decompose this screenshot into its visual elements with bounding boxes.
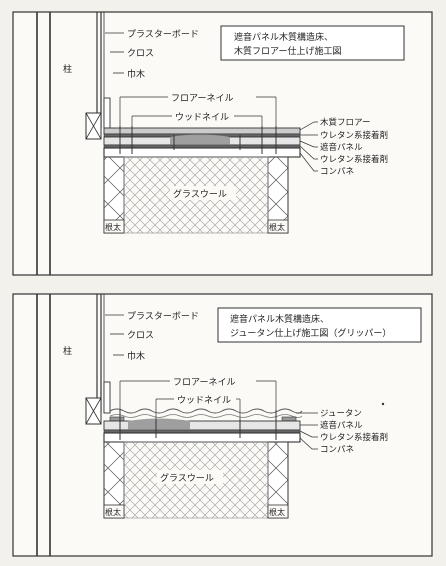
nail-label-wood: ウッドネイル (177, 395, 231, 406)
wall-label-plasterboard: プラスターボード (127, 29, 199, 40)
diagram-panel-2: 柱 プラスターボード クロス 巾木 遮音パネル木質構造床、 ジュータン仕上げ施工… (12, 293, 433, 557)
layer-label-urethane-adhesive-2: ウレタン系接着剤 (320, 154, 388, 165)
diagram-title-line-2: ジュータン仕上げ施工図（グリッパー） (230, 327, 391, 339)
column-label: 柱 (63, 345, 72, 357)
layer-label-urethane-adhesive: ウレタン系接着剤 (320, 432, 388, 443)
wall-label-cloth: クロス (127, 330, 154, 341)
wall-label-plasterboard: プラスターボード (127, 311, 199, 322)
layer-label-wood-floor: 木質フロアー (320, 117, 371, 128)
joist-label-right: 根太 (269, 507, 285, 517)
layer-label-sound-panel: 遮音パネル (320, 142, 363, 153)
joist-label-right: 根太 (269, 222, 285, 232)
joist-label-left: 根太 (105, 222, 121, 232)
nail-label-floor: フロアーネイル (171, 93, 233, 104)
nail-label-wood: ウッドネイル (175, 112, 229, 123)
diagram-panel-1: 柱 プラスターボード クロス 巾木 遮音パネル木質構造床、 木質フロアー仕上げ施… (12, 11, 433, 276)
joist-label-left: 根太 (105, 507, 121, 517)
wall-label-cloth: クロス (127, 48, 154, 59)
layer-label-plywood: コンパネ (320, 167, 354, 177)
layer-label-sound-panel: 遮音パネル (320, 420, 363, 431)
diagram-title-line-1: 遮音パネル木質構造床、 (234, 31, 333, 43)
layer-label-plywood: コンパネ (320, 445, 354, 455)
layer-label-carpet: ジュータン (320, 409, 362, 419)
nail-label-floor: フロアーネイル (173, 377, 235, 388)
layer-label-urethane-adhesive-1: ウレタン系接着剤 (320, 130, 388, 141)
wall-label-baseboard: 巾木 (127, 68, 145, 80)
wall-label-baseboard: 巾木 (127, 350, 145, 362)
insulation-label: グラスウール (160, 472, 214, 484)
diagram-title-line-2: 木質フロアー仕上げ施工図 (234, 45, 341, 57)
diagram-title-line-1: 遮音パネル木質構造床、 (230, 313, 329, 325)
column-label: 柱 (63, 63, 72, 75)
insulation-label: グラスウール (173, 188, 227, 200)
